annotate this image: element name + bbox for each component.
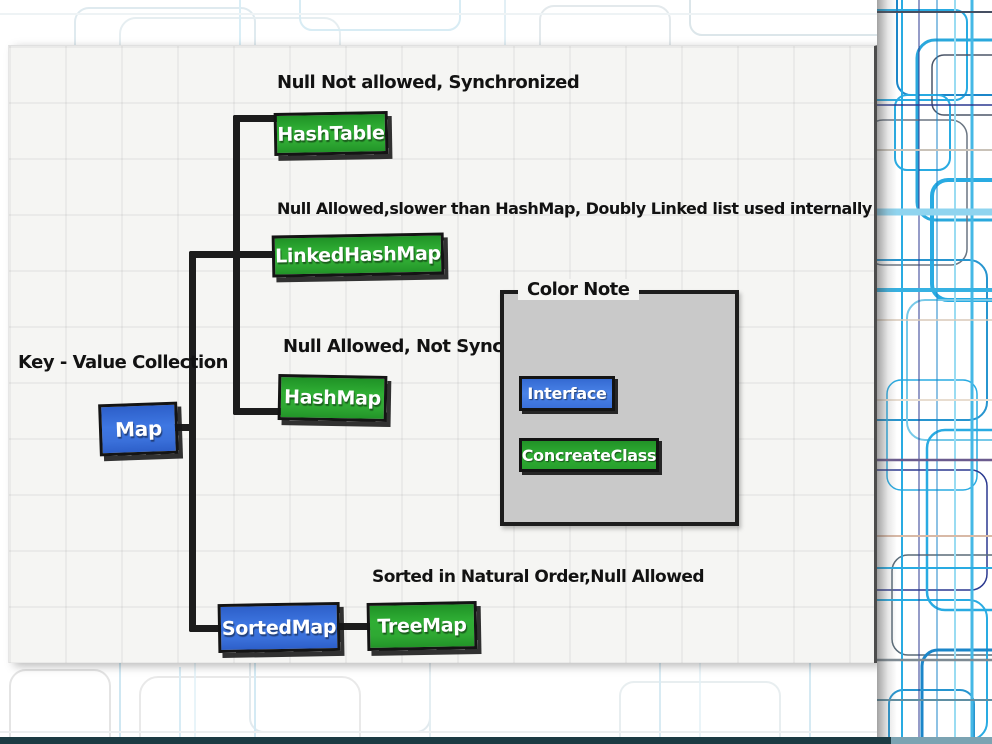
node-hashmap: HashMap xyxy=(277,374,388,422)
bottom-accent-bar xyxy=(0,737,891,744)
note-hashtable: Null Not allowed, Synchronized xyxy=(277,72,580,93)
panel-edge-shadow xyxy=(877,0,897,744)
legend-color-note: Color Note Interface ConcreateClass xyxy=(500,279,739,526)
bottom-accent-bar-right xyxy=(891,737,992,744)
legend-interface-label: Interface xyxy=(527,384,607,403)
note-linkedhashmap: Null Allowed,slower than HashMap, Doubly… xyxy=(277,199,872,218)
node-hashmap-label: HashMap xyxy=(283,386,382,410)
connector-treemap xyxy=(334,623,372,630)
legend-concrete-label: ConcreateClass xyxy=(521,445,657,465)
connector-sortedmap xyxy=(189,625,223,632)
node-hashtable: HashTable xyxy=(273,111,389,156)
note-key-value-collection: Key - Value Collection xyxy=(18,352,228,373)
background-pattern-top xyxy=(0,0,891,99)
node-sortedmap-label: SortedMap xyxy=(221,615,337,640)
circuit-pattern-faint-icon xyxy=(0,641,877,744)
legend-concrete-badge: ConcreateClass xyxy=(519,438,659,472)
connector-branch-trunk xyxy=(233,115,240,415)
connector-hashtable xyxy=(233,115,279,122)
connector-hashmap xyxy=(233,408,283,415)
node-sortedmap: SortedMap xyxy=(217,601,341,654)
connector-map-trunk xyxy=(189,251,196,632)
node-treemap-label: TreeMap xyxy=(377,614,467,638)
node-hashtable-label: HashTable xyxy=(277,121,385,146)
connector-linkedhashmap xyxy=(189,251,277,258)
background-pattern-bottom xyxy=(0,641,877,744)
node-linkedhashmap: LinkedHashMap xyxy=(271,232,445,278)
node-map-label: Map xyxy=(114,416,163,442)
circuit-pattern-faint-icon xyxy=(0,0,891,99)
node-linkedhashmap-label: LinkedHashMap xyxy=(274,242,442,268)
note-hashmap: Null Allowed, Not Sync xyxy=(283,336,503,357)
connector-map xyxy=(168,424,196,431)
legend-interface-badge: Interface xyxy=(519,376,615,411)
node-treemap: TreeMap xyxy=(366,601,478,651)
node-map: Map xyxy=(98,401,179,457)
legend-title: Color Note xyxy=(518,279,639,300)
note-treemap: Sorted in Natural Order,Null Allowed xyxy=(372,567,705,587)
circuit-pattern-panel xyxy=(836,0,992,744)
